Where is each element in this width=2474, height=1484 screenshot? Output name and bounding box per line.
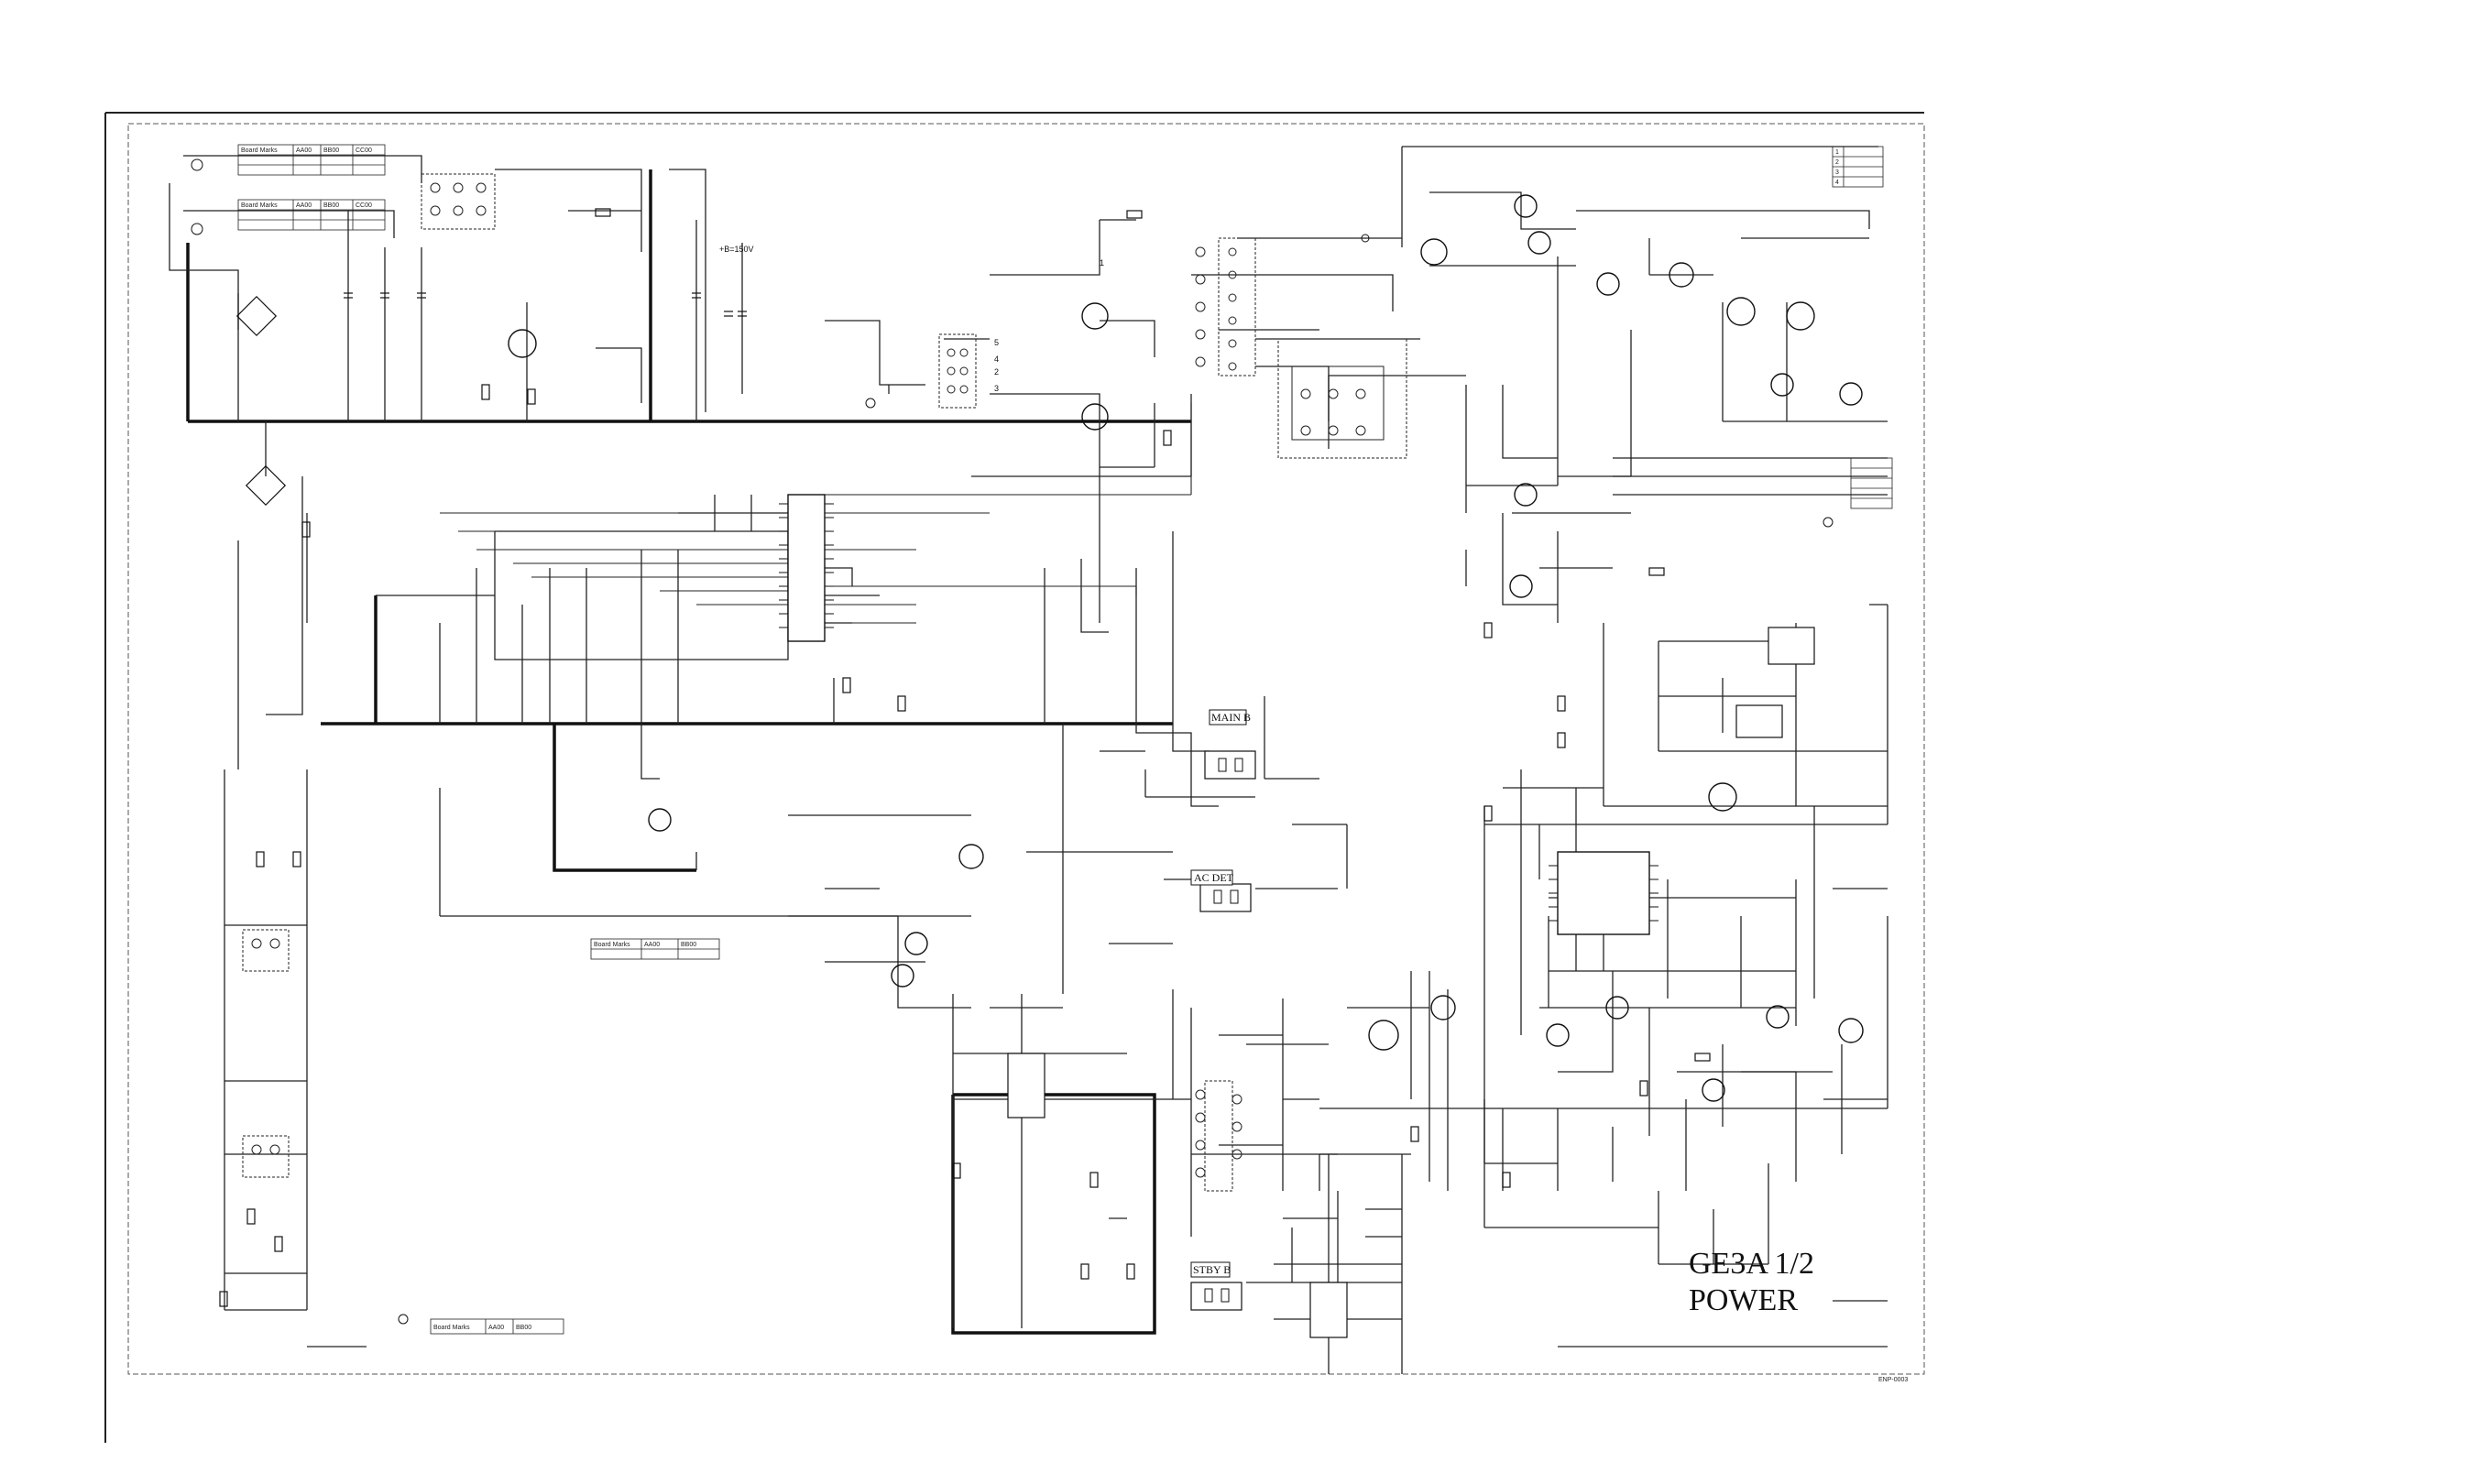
signal-connector (1850, 457, 1893, 509)
svg-text:MAIN B: MAIN B (1211, 711, 1251, 724)
ac-det-label: AC DET (1190, 869, 1234, 886)
model-table-4-col1: AA00 (488, 1325, 504, 1331)
model-table-3 (590, 938, 720, 960)
control-bus (440, 403, 1192, 624)
wiring (169, 146, 1888, 1374)
pwm-controller-ic (779, 494, 834, 642)
model-table-2-col3: CC00 (356, 202, 372, 209)
model-table-1-col3: CC00 (356, 147, 372, 154)
model-table-3-col1: AA00 (644, 942, 660, 948)
opto-coupler-main (1204, 750, 1256, 780)
stby-b-label: STBY B (1190, 1261, 1231, 1278)
svg-text:STBY B: STBY B (1193, 1263, 1231, 1276)
sheet-border (104, 112, 1924, 1443)
model-table-4 (430, 1318, 564, 1335)
filter-choke (1277, 338, 1407, 459)
standby-ic (1007, 627, 1815, 1338)
transformer-pin-4: 4 (994, 355, 999, 364)
connector-row-1: 1 (1835, 149, 1839, 156)
standby-transformer (1195, 1080, 1242, 1192)
connector-row-2: 2 (1835, 159, 1839, 166)
model-table-2-col1: AA00 (296, 202, 312, 209)
standby-controller-ic (1549, 851, 1658, 935)
sheet-title-line2: POWER (1689, 1283, 1798, 1317)
transistors (508, 194, 1864, 1102)
schematic-frame (127, 123, 1925, 1375)
connector-row-3: 3 (1835, 169, 1839, 176)
model-table-1-header: Board Marks (241, 147, 278, 154)
transformer-pin-3: 3 (994, 384, 999, 393)
model-table-1 (237, 144, 386, 176)
transformer-pin-1: 1 (1100, 258, 1104, 267)
transformer-pin-5: 5 (994, 338, 999, 347)
output-transformer (1195, 237, 1256, 376)
model-table-2-col2: BB00 (323, 202, 339, 209)
model-table-3-col2: BB00 (681, 942, 696, 948)
bridge-rectifier-1 (235, 295, 287, 507)
model-table-1-col2: BB00 (323, 147, 339, 154)
model-table-4-header: Board Marks (433, 1325, 470, 1331)
model-table-4-col2: BB00 (516, 1325, 531, 1331)
connector-row-4: 4 (1835, 180, 1839, 186)
transformer-pin-labels: 5 4 2 3 1 (994, 258, 1104, 393)
model-table-1-col1: AA00 (296, 147, 312, 154)
voltage-label: +B=150V (719, 245, 754, 254)
main-b-label: MAIN B (1209, 709, 1251, 726)
output-connector (1832, 146, 1884, 188)
footer-code: ENP-0003 (1878, 1377, 1908, 1383)
line-filter-1 (421, 173, 496, 230)
sheet-title-line1: GE3A 1/2 (1689, 1247, 1814, 1281)
test-points (191, 158, 1834, 1325)
passive-components (219, 208, 1711, 1307)
line-filter-2 (242, 929, 290, 1178)
opto-coupler-acdet (1199, 883, 1252, 912)
opto-coupler-stby (1190, 1282, 1242, 1311)
transformer-pin-2: 2 (994, 367, 999, 376)
main-transformer (938, 333, 977, 409)
model-table-2 (237, 199, 386, 231)
model-table-2-header: Board Marks (241, 202, 278, 209)
svg-text:AC DET: AC DET (1194, 871, 1234, 884)
primary-rails (186, 169, 1191, 1335)
model-table-3-header: Board Marks (594, 942, 630, 948)
